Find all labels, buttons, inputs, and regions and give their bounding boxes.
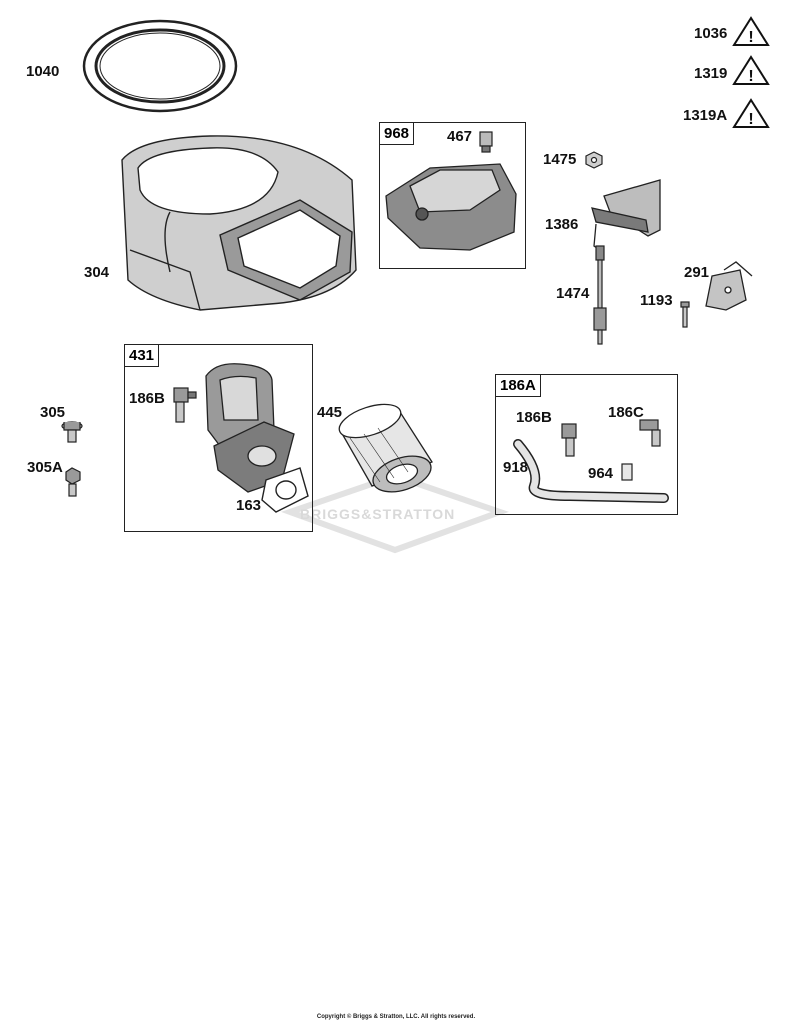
label-1474: 1474 xyxy=(556,285,590,302)
box-431: 431 xyxy=(124,344,313,532)
warning-label-1319: 1319 xyxy=(694,65,728,82)
warning-icon-1319: ! xyxy=(732,55,770,85)
part-1040-ring xyxy=(82,19,238,113)
box-186a: 186A xyxy=(495,374,678,515)
box-label-431: 431 xyxy=(125,345,160,367)
part-291-link xyxy=(705,261,753,311)
watermark-logo xyxy=(280,472,510,554)
label-1386: 1386 xyxy=(545,216,579,233)
svg-text:!: ! xyxy=(748,29,753,46)
label-186b-kit: 186B xyxy=(516,409,552,426)
label-305a: 305A xyxy=(27,459,63,476)
label-918: 918 xyxy=(503,459,529,476)
part-964-sleeve xyxy=(621,463,633,481)
part-304-blower-housing xyxy=(121,135,357,311)
part-305a-bolt xyxy=(65,467,81,497)
warning-icon-1319a: ! xyxy=(732,98,770,128)
part-163-gasket xyxy=(261,467,309,513)
part-1475-nut xyxy=(585,151,603,169)
box-label-968: 968 xyxy=(380,123,415,145)
part-186b-elbow xyxy=(173,387,197,423)
label-304: 304 xyxy=(84,264,110,281)
watermark-text: BRIGGS&STRATTON xyxy=(300,506,456,522)
label-1193: 1193 xyxy=(640,292,673,309)
label-163: 163 xyxy=(236,497,262,514)
svg-text:!: ! xyxy=(748,111,753,128)
label-291: 291 xyxy=(684,264,710,281)
part-918-hose xyxy=(513,439,669,503)
warning-icon-1036: ! xyxy=(732,16,770,46)
part-305-bolt xyxy=(61,421,83,443)
part-445-filter xyxy=(338,403,433,493)
box-label-186a: 186A xyxy=(496,375,541,397)
svg-text:!: ! xyxy=(748,68,753,85)
part-1386-bracket xyxy=(591,179,661,251)
part-1193-screw xyxy=(680,301,690,328)
label-305: 305 xyxy=(40,404,66,421)
label-467: 467 xyxy=(447,128,473,145)
label-186c: 186C xyxy=(608,404,644,421)
copyright-text: Copyright © Briggs & Stratton, LLC. All … xyxy=(316,1014,476,1020)
label-1040: 1040 xyxy=(26,63,60,80)
label-445: 445 xyxy=(317,404,343,421)
part-186b-elbow-kit xyxy=(561,423,577,457)
part-467-clip xyxy=(479,131,493,153)
label-1475: 1475 xyxy=(543,151,577,168)
part-1474-shaft xyxy=(593,245,607,345)
box-968: 968 xyxy=(379,122,526,269)
warning-label-1319a: 1319A xyxy=(683,107,728,124)
part-968-cover xyxy=(385,163,517,251)
label-964: 964 xyxy=(588,465,614,482)
label-186b-base: 186B xyxy=(129,390,165,407)
part-431-air-cleaner-base xyxy=(205,363,295,493)
warning-label-1036: 1036 xyxy=(694,25,728,42)
part-186c-fitting xyxy=(639,419,661,447)
